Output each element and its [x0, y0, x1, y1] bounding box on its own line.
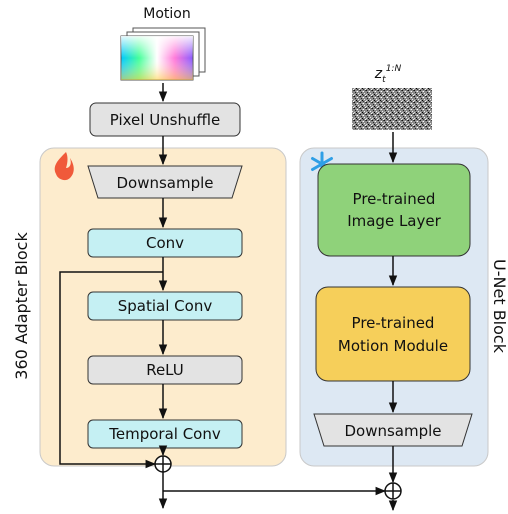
unet-block-title: U-Net Block: [490, 259, 508, 354]
conv-box: [87, 228, 243, 258]
motion-label: Motion: [143, 6, 190, 22]
image-layer-label-1: Pre-trained: [353, 190, 436, 208]
adapter-arrows: [59, 83, 387, 510]
image-layer-box: [317, 163, 471, 257]
conv-label: Conv: [146, 234, 184, 252]
unet-downsample-box: [313, 413, 473, 447]
unet-downsample-label: Downsample: [344, 422, 441, 440]
motion-frames-stack: [120, 27, 206, 81]
spatial-conv-box: [87, 291, 243, 321]
noise-latent: [352, 88, 432, 130]
pixel-unshuffle-label: Pixel Unshuffle: [110, 111, 221, 129]
adapter-downsample-box: [87, 165, 243, 199]
noise-label: zt1:N: [374, 64, 402, 85]
adapter-block-title: 360 Adapter Block: [12, 232, 31, 380]
motion-module-label-2: Motion Module: [338, 337, 448, 355]
adapter-downsample-label: Downsample: [116, 174, 213, 192]
spatial-conv-label: Spatial Conv: [118, 297, 213, 315]
image-layer-label-2: Image Layer: [347, 212, 441, 230]
relu-label: ReLU: [146, 361, 184, 379]
motion-module-label-1: Pre-trained: [352, 314, 435, 332]
adapter-add-node: [154, 455, 172, 473]
flame-icon: [54, 152, 74, 181]
unet-add-node: [384, 482, 402, 500]
relu-box: [87, 355, 243, 385]
pixel-unshuffle-box: [89, 102, 241, 137]
temporal-conv-label: Temporal Conv: [108, 425, 221, 443]
motion-module-box: [315, 286, 471, 382]
